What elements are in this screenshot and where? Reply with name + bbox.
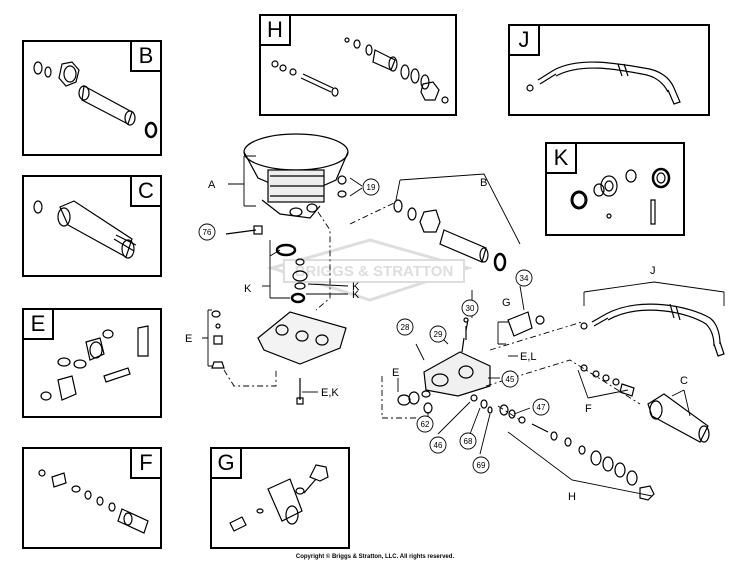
label-h: H — [568, 491, 576, 503]
inset-box-k-parts — [570, 167, 671, 225]
manifold-plate — [257, 311, 347, 365]
watermark-text: BRIGGS & STRATTON — [295, 263, 454, 280]
label-ek: E,K — [321, 387, 339, 399]
part-19 — [337, 175, 347, 198]
inset-box-c-label: C — [130, 175, 162, 207]
callout-29: 29 — [434, 330, 443, 339]
inset-box-j-label: J — [508, 24, 540, 56]
callout-28: 28 — [401, 323, 410, 332]
label-c: C — [680, 375, 688, 387]
inset-box-k: K — [545, 142, 685, 236]
inset-box-g: G — [210, 447, 350, 549]
inset-box-c-parts — [33, 200, 137, 259]
outlet-assembly-c — [647, 393, 710, 443]
small-seals — [423, 394, 516, 419]
inset-box-b-parts — [33, 61, 158, 139]
label-e-left: E — [185, 333, 192, 345]
callout-19: 19 — [367, 183, 376, 192]
callout-68: 68 — [464, 437, 473, 446]
seal-stack-k — [275, 243, 308, 304]
label-k-right-lower: K — [352, 289, 360, 301]
callout-30: 30 — [466, 304, 475, 313]
copyright-notice: Copyright © Briggs & Stratton, LLC. All … — [295, 554, 455, 560]
callout-69: 69 — [477, 461, 486, 470]
valve-parts-e-center — [397, 390, 431, 406]
label-k-right-upper: K — [352, 281, 360, 293]
label-j: J — [650, 265, 656, 277]
callout-34: 34 — [520, 274, 529, 283]
label-b: B — [480, 177, 487, 189]
callout-45: 45 — [506, 375, 515, 384]
inset-box-h: H — [259, 14, 457, 116]
inset-box-h-label: H — [259, 14, 291, 46]
screw-76 — [225, 225, 263, 235]
inset-box-g-parts — [229, 464, 329, 532]
callout-46: 46 — [434, 441, 443, 450]
callout-47: 47 — [537, 403, 546, 412]
label-k-left: K — [244, 283, 252, 295]
inset-box-j-parts — [526, 61, 681, 105]
valve-parts-f — [580, 364, 635, 397]
valve-stack-h — [518, 416, 655, 501]
fitting-34 — [507, 311, 545, 337]
inset-box-b-label: B — [130, 40, 162, 72]
callout-circles — [198, 178, 550, 474]
inset-box-k-label: K — [545, 142, 577, 174]
inset-box-e: E — [22, 308, 162, 418]
callout-62: 62 — [421, 420, 430, 429]
inlet-assembly-b — [393, 199, 507, 272]
inset-box-b: B — [22, 40, 162, 156]
bolt-ek — [296, 378, 304, 405]
hose-assembly-j — [580, 303, 725, 357]
inset-box-j: J — [508, 24, 710, 116]
inset-box-e-label: E — [22, 308, 54, 340]
label-e-center: E — [392, 367, 399, 379]
inset-box-h-parts — [271, 37, 449, 104]
label-f: F — [585, 403, 592, 415]
callout-76: 76 — [203, 228, 212, 237]
inset-box-c: C — [22, 175, 162, 277]
leader-lines — [202, 155, 725, 497]
inset-box-e-parts — [40, 325, 149, 401]
inset-box-f-parts — [38, 469, 149, 534]
valve-parts-e-left — [211, 310, 225, 369]
label-el: E,L — [520, 351, 537, 363]
inset-box-g-label: G — [210, 447, 242, 479]
assembly-label-text: A B C E E F G H J K K K E,K E,L — [185, 177, 688, 503]
label-g: G — [502, 297, 511, 309]
inset-box-f-label: F — [130, 447, 162, 479]
label-a: A — [208, 179, 216, 191]
inset-box-f: F — [22, 447, 162, 549]
watermark-logo: BRIGGS & STRATTON — [266, 238, 474, 302]
callout-text: 19 76 34 30 28 29 45 62 47 46 68 69 — [203, 183, 546, 470]
part-29-30 — [463, 317, 469, 340]
pump-housing — [243, 133, 349, 219]
